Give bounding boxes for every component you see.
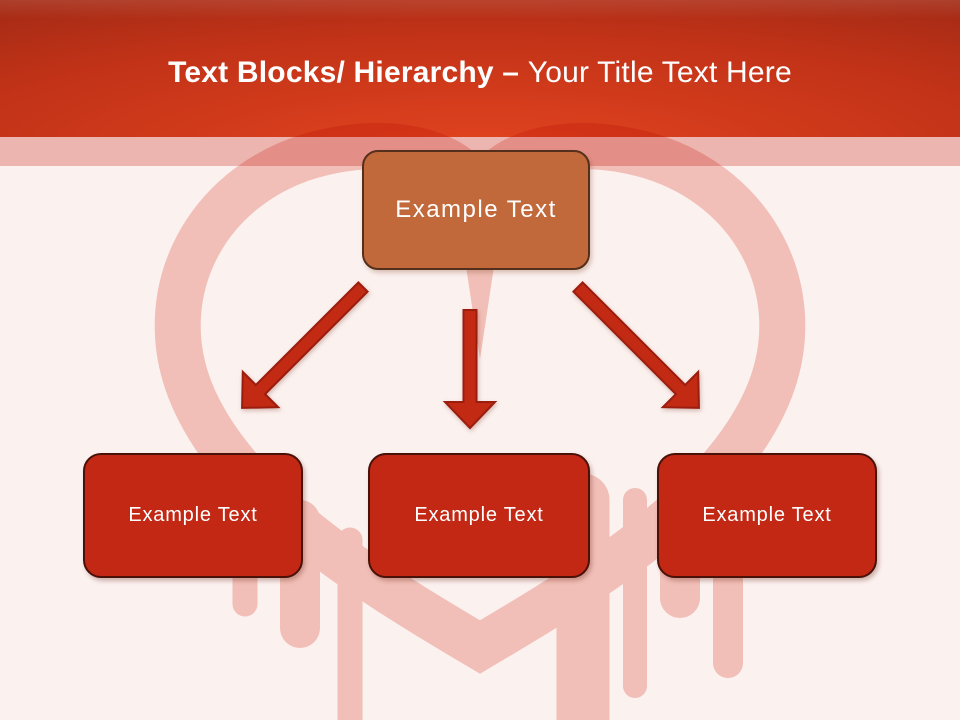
child-text-block-1[interactable]: Example Text — [83, 453, 303, 578]
root-text-block[interactable]: Example Text — [362, 150, 590, 270]
page-title[interactable]: Text Blocks/ Hierarchy – Your Title Text… — [0, 56, 960, 90]
page-title-regular: Your Title Text Here — [527, 56, 792, 89]
child-text-block-3-label: Example Text — [702, 504, 832, 526]
arrow-down-icon — [442, 309, 498, 430]
page-title-bold: Text Blocks/ Hierarchy — [168, 56, 494, 89]
arrow-down-right-icon — [571, 280, 700, 409]
title-banner — [0, 0, 960, 137]
child-text-block-2[interactable]: Example Text — [368, 453, 590, 578]
child-text-block-3[interactable]: Example Text — [657, 453, 877, 578]
root-text-block-label: Example Text — [395, 196, 557, 223]
arrow-down-left-icon — [241, 280, 370, 409]
child-text-block-1-label: Example Text — [128, 504, 258, 526]
child-text-block-2-label: Example Text — [414, 504, 544, 526]
page-title-separator: – — [493, 56, 528, 89]
